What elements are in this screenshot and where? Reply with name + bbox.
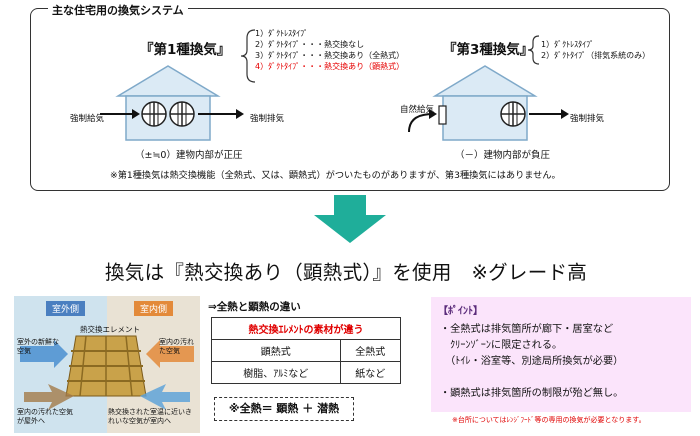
natural-supply-arrow-icon <box>408 109 437 133</box>
type1-option-3: 3）ﾀﾞｸﾄﾀｲﾌﾟ・・・熱交換あり（全熱式） <box>255 51 405 60</box>
heat-exchanger-graphic <box>14 296 200 433</box>
supply-air-label: 熱交換された室温に近いきれいな空気が室内へ <box>108 408 192 425</box>
type3-house-diagram <box>408 65 569 141</box>
points-title: 【ﾎﾟｲﾝﾄ】 <box>438 306 483 317</box>
type1-title: 『第1種換気』 <box>140 42 231 58</box>
exhaust-arrow-icon <box>529 109 569 119</box>
type3-options-bracket <box>527 35 540 65</box>
element-label: 熱交換エレメント <box>80 325 140 334</box>
ventilation-systems-frame <box>30 8 670 191</box>
type1-exhaust-label: 強制排気 <box>250 114 285 124</box>
exhaust-fan-icon <box>169 101 195 127</box>
table-row: 顕熱式 全熱式 <box>211 339 402 362</box>
type1-option-4: 4）ﾀﾞｸﾄﾀｲﾌﾟ・・・熱交換あり（顕熱式） <box>255 62 405 71</box>
type3-pressure-label: （－）建物内部が負圧 <box>455 150 551 161</box>
supply-arrow-icon <box>100 109 140 119</box>
type1-options: 1）ﾀﾞｸﾄﾚｽﾀｲﾌﾟ 2）ﾀﾞｸﾄﾀｲﾌﾟ・・・熱交換なし 3）ﾀﾞｸﾄﾀｲ… <box>255 28 404 72</box>
table-row: 樹脂、ｱﾙﾐなど 紙など <box>211 361 402 384</box>
point-line-2: ｸﾘｰﾝｿﾞｰﾝに限定される。 <box>440 340 563 351</box>
kitchen-note: ※台所についてはﾚﾝｼﾞﾌｰﾄﾞ等の専用の換気が必要となります。 <box>452 416 646 424</box>
type1-supply-label: 強制給気 <box>70 114 105 124</box>
supply-in-arrow-icon <box>140 384 190 410</box>
fresh-air-label: 室外の新鮮な空気 <box>17 338 59 355</box>
exhaust-fan-icon <box>500 101 526 127</box>
comparison-title: ⇒全熱と顕熱の違い <box>208 301 301 313</box>
type3-exhaust-label: 強制排気 <box>570 114 605 124</box>
heat-exchange-element-block <box>65 335 147 397</box>
point-line-3: （ﾄｲﾚ・浴室等、別途局所換気が必要） <box>440 356 624 367</box>
heat-exchanger-illustration: 室外側 室内側 熱交換エレメント 室外の新鮮な空気 室内の汚れた空気 室内の汚れ… <box>14 296 200 433</box>
type3-title: 『第3種換気』 <box>443 42 534 58</box>
total-material-cell: 紙など <box>339 361 402 384</box>
heat-exchange-note: ※第1種換気は熱交換機能（全熱式、又は、顕熱式）がついたものがありますが、第3種… <box>110 170 561 181</box>
type3-option-1: 1）ﾀﾞｸﾄﾚｽﾀｲﾌﾟ <box>541 40 595 49</box>
point-line-4: ・顕熱式は排気箇所の制限が殆ど無し。 <box>440 388 624 399</box>
exhaust-air-label: 室内の汚れた空気が屋外へ <box>17 408 73 425</box>
exhaust-arrow-icon <box>198 109 244 119</box>
conclusion-text: 換気は『熱交換あり（顕熱式）』を使用 ※グレード高 <box>105 261 588 284</box>
down-arrow-icon <box>314 195 386 243</box>
total-heat-cell: 全熱式 <box>339 339 402 362</box>
comparison-table: 熱交換ｴﾚﾒﾝﾄの素材が違う 顕熱式 全熱式 樹脂、ｱﾙﾐなど 紙など <box>211 317 402 384</box>
type1-pressure-label: （±≒0）建物内部が正圧 <box>135 150 243 161</box>
supply-fan-icon <box>141 101 167 127</box>
outside-label: 室外側 <box>46 301 86 316</box>
house-roof <box>432 65 538 97</box>
dirty-air-label: 室内の汚れた空気 <box>159 338 194 355</box>
sensible-heat-cell: 顕熱式 <box>211 339 341 362</box>
type3-options: 1）ﾀﾞｸﾄﾚｽﾀｲﾌﾟ 2）ﾀﾞｸﾄﾀｲﾌﾟ（排気系統のみ） <box>541 39 650 61</box>
dirty-air-arrow-icon <box>146 340 194 368</box>
type1-option-2: 2）ﾀﾞｸﾄﾀｲﾌﾟ・・・熱交換なし <box>255 40 365 49</box>
heat-formula: ※全熱＝ 顕熱 ＋ 潜熱 <box>214 397 354 421</box>
table-row: 熱交換ｴﾚﾒﾝﾄの素材が違う <box>211 317 401 340</box>
point-line-1: ・全熱式は排気箇所が廊下・居室など <box>440 324 614 335</box>
frame-title: 主な住宅用の換気システム <box>48 2 188 18</box>
inside-label: 室内側 <box>134 301 174 316</box>
natural-inlet-vent-icon <box>438 105 447 125</box>
type3-supply-label: 自然給気 <box>400 105 435 115</box>
type1-options-bracket <box>240 29 256 83</box>
sensible-material-cell: 樹脂、ｱﾙﾐなど <box>211 361 341 384</box>
type3-option-2: 2）ﾀﾞｸﾄﾀｲﾌﾟ（排気系統のみ） <box>541 51 651 60</box>
points-box <box>431 297 691 412</box>
house-roof <box>115 65 221 97</box>
comparison-header: 熱交換ｴﾚﾒﾝﾄの素材が違う <box>211 317 401 340</box>
type1-house-diagram <box>100 65 244 141</box>
type1-option-1: 1）ﾀﾞｸﾄﾚｽﾀｲﾌﾟ <box>255 29 309 38</box>
house-body <box>125 95 211 141</box>
exhaust-out-arrow-icon <box>24 384 74 410</box>
fresh-air-arrow-icon <box>20 340 68 368</box>
